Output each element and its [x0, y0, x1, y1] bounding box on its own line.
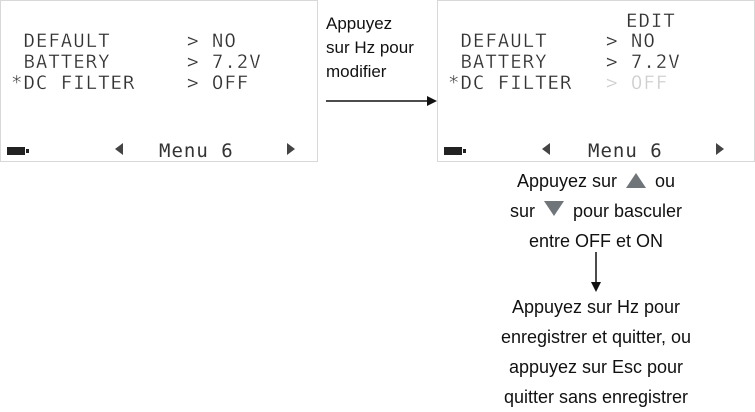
menu-label: Menu 6 — [159, 140, 234, 162]
instruction-line: Appuyez — [326, 14, 393, 33]
row-default-value: > NO — [187, 30, 237, 52]
instruction-save: Appuyez sur Hz pour enregistrer et quitt… — [446, 292, 746, 412]
battery-icon — [7, 147, 29, 155]
toggle-line-3: entre OFF et ON — [528, 231, 664, 251]
left-arrow-icon — [542, 143, 550, 155]
edit-label: EDIT — [626, 10, 676, 32]
row-dc-filter-value: > OFF — [187, 72, 250, 94]
up-arrow-key-icon — [626, 173, 647, 188]
instruction-press-hz-edit: Appuyez sur Hz pour modifier — [326, 12, 438, 84]
arrow-right-head — [427, 96, 437, 106]
save-line: quitter sans enregistrer — [503, 387, 689, 407]
save-line: appuyez sur Esc pour — [508, 357, 684, 377]
right-arrow-icon — [716, 143, 724, 155]
row-default-value: > NO — [606, 30, 656, 52]
row-battery-label: BATTERY — [448, 51, 548, 73]
right-arrow-icon — [287, 143, 295, 155]
menu-label: Menu 6 — [588, 140, 663, 162]
row-default-label: DEFAULT — [448, 30, 548, 52]
row-dc-filter-value-editing: > OFF — [606, 72, 669, 94]
save-line: enregistrer et quitter, ou — [500, 327, 692, 347]
row-battery-label: BATTERY — [11, 51, 111, 73]
instruction-toggle: Appuyez sur ou sur pour basculer entre O… — [446, 166, 746, 256]
toggle-text: Appuyez sur — [516, 171, 617, 191]
toggle-text: ou — [655, 171, 676, 191]
instruction-line: sur Hz pour — [326, 38, 414, 57]
save-line: Appuyez sur Hz pour — [511, 297, 681, 317]
down-arrow-key-icon — [543, 201, 564, 216]
toggle-line-2: sur pour basculer — [446, 196, 746, 226]
row-dc-filter-label: *DC FILTER — [11, 72, 136, 94]
row-default-label: DEFAULT — [11, 30, 111, 52]
lcd-screen-edit: EDIT DEFAULT > NO BATTERY > 7.2V *DC FIL… — [437, 0, 755, 162]
instruction-line: modifier — [326, 62, 387, 81]
toggle-text: sur — [509, 201, 535, 221]
left-arrow-icon — [115, 143, 123, 155]
row-battery-value: > 7.2V — [606, 51, 681, 73]
toggle-text: pour basculer — [572, 201, 683, 221]
row-dc-filter-label: *DC FILTER — [448, 72, 573, 94]
battery-icon — [444, 147, 466, 155]
row-battery-value: > 7.2V — [187, 51, 262, 73]
lcd-screen-before: DEFAULT > NO BATTERY > 7.2V *DC FILTER >… — [0, 0, 318, 162]
arrow-down-head — [591, 282, 601, 292]
toggle-line-1: Appuyez sur ou — [446, 166, 746, 196]
